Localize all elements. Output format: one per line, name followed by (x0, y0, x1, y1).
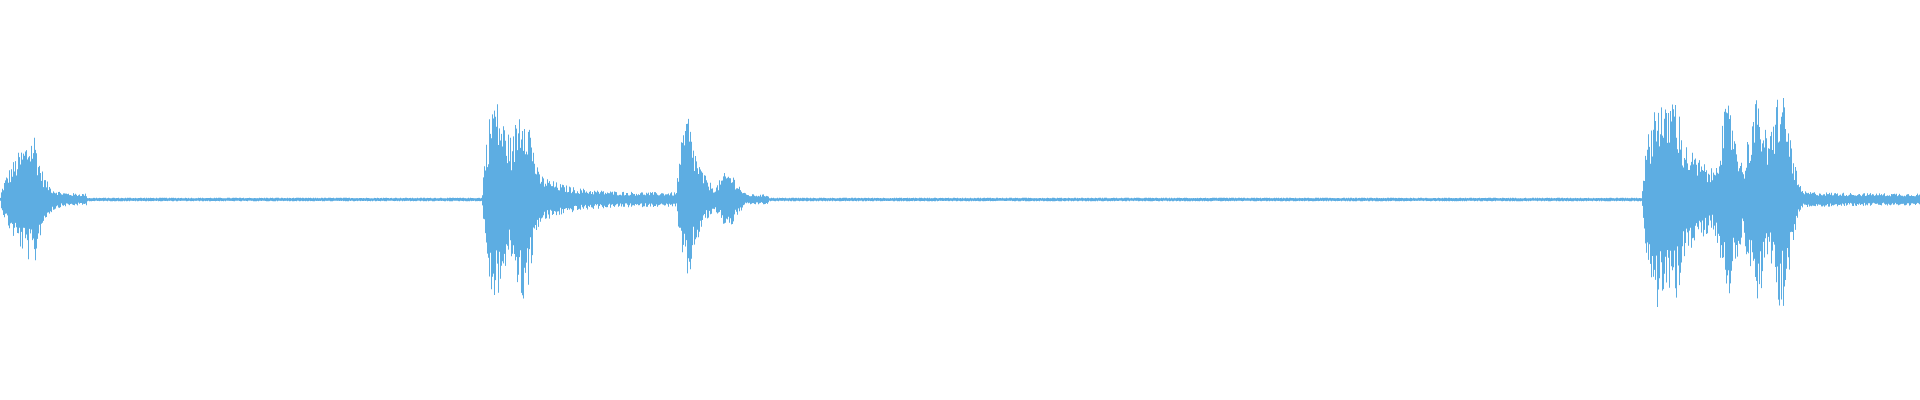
waveform-envelope (0, 98, 1920, 307)
